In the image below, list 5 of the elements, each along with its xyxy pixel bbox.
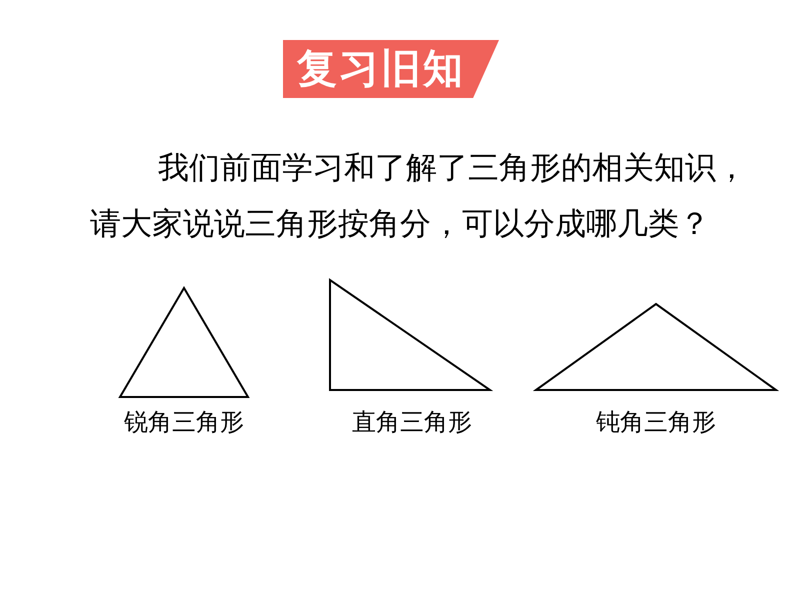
section-title-banner: 复习旧知 xyxy=(283,40,499,98)
triangle-caption: 锐角三角形 xyxy=(124,408,244,438)
question-paragraph: 我们前面学习和了解了三角形的相关知识，请大家说说三角形按角分，可以分成哪几类？ xyxy=(90,149,748,243)
triangle-caption: 直角三角形 xyxy=(352,408,472,438)
triangle-caption: 钝角三角形 xyxy=(596,408,716,438)
